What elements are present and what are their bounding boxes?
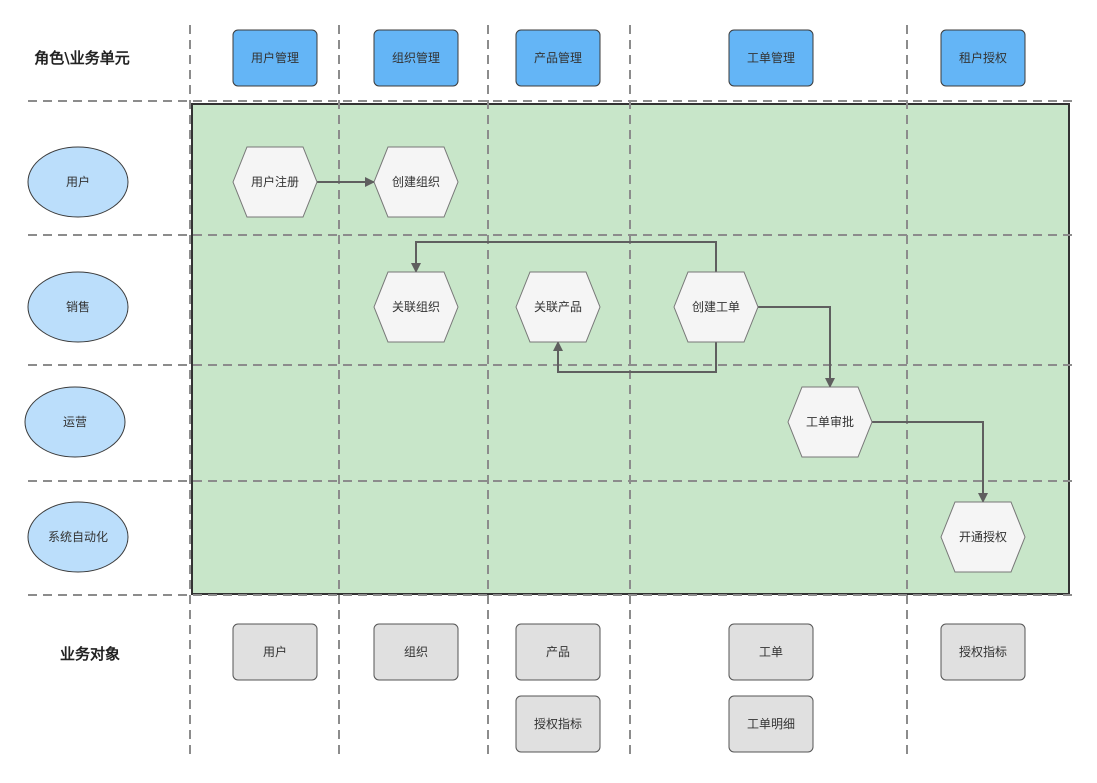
- step-create_org[interactable]: 创建组织: [373, 146, 459, 218]
- business-unit-ticket_mgmt[interactable]: 工单管理: [728, 29, 814, 87]
- step-create_ticket[interactable]: 创建工单: [673, 271, 759, 343]
- role-ellipse[interactable]: [27, 146, 129, 218]
- flow-connectors: [317, 177, 988, 503]
- step-hexagon[interactable]: [232, 146, 318, 218]
- business-object-label: 组织: [404, 645, 428, 659]
- step-grant_auth[interactable]: 开通授权: [940, 501, 1026, 573]
- role-ops[interactable]: 运营: [24, 386, 126, 458]
- role-automation[interactable]: 系统自动化: [27, 501, 129, 573]
- business-object-user_mgmt-0[interactable]: 用户: [232, 623, 318, 681]
- business-unit-tenant_auth[interactable]: 租户授权: [940, 29, 1026, 87]
- step-hexagon[interactable]: [787, 386, 873, 458]
- business-unit-box[interactable]: [515, 29, 601, 87]
- step-label: 工单审批: [806, 414, 854, 429]
- role-label: 用户: [66, 174, 90, 189]
- flow-arrow-create_ticket-to-link_product: [553, 341, 717, 373]
- role-label: 系统自动化: [48, 530, 108, 544]
- step-register[interactable]: 用户注册: [232, 146, 318, 218]
- grid-lines: [28, 25, 1072, 755]
- business-object-product_mgmt-1[interactable]: 授权指标: [515, 695, 601, 753]
- step-hexagon[interactable]: [373, 271, 459, 343]
- step-link_product[interactable]: 关联产品: [515, 271, 601, 343]
- flow-arrow-approve_ticket-to-grant_auth: [872, 421, 988, 503]
- business-object-ticket_mgmt-0[interactable]: 工单: [728, 623, 814, 681]
- business-object-label: 工单明细: [747, 717, 795, 731]
- business-object-box[interactable]: [728, 623, 814, 681]
- business-unit-label: 工单管理: [747, 50, 795, 65]
- business-unit-box[interactable]: [232, 29, 318, 87]
- step-hexagon[interactable]: [373, 146, 459, 218]
- role-label: 销售: [66, 299, 90, 314]
- business-object-box[interactable]: [940, 623, 1026, 681]
- step-label: 关联组织: [392, 300, 440, 314]
- objects-row-label: 业务对象: [60, 645, 120, 663]
- role-ellipse[interactable]: [27, 501, 129, 573]
- business-object-box[interactable]: [728, 695, 814, 753]
- business-object-tenant_auth-0[interactable]: 授权指标: [940, 623, 1026, 681]
- business-object-box[interactable]: [515, 623, 601, 681]
- business-units-row: 用户管理 组织管理 产品管理 工单管理 租户授权: [232, 29, 1026, 87]
- step-label: 关联产品: [534, 300, 582, 314]
- step-hexagon[interactable]: [515, 271, 601, 343]
- business-object-label: 产品: [546, 645, 570, 659]
- step-hexagon[interactable]: [673, 271, 759, 343]
- business-object-label: 用户: [263, 644, 287, 659]
- role-ellipse[interactable]: [27, 271, 129, 343]
- role-ellipse[interactable]: [24, 386, 126, 458]
- business-unit-label: 产品管理: [534, 50, 582, 65]
- step-link_org[interactable]: 关联组织: [373, 271, 459, 343]
- business-object-box[interactable]: [515, 695, 601, 753]
- business-object-label: 工单: [759, 645, 783, 659]
- business-unit-user_mgmt[interactable]: 用户管理: [232, 29, 318, 87]
- business-unit-box[interactable]: [373, 29, 459, 87]
- corner-label: 角色\业务单元: [34, 49, 129, 67]
- business-unit-box[interactable]: [940, 29, 1026, 87]
- business-object-org_mgmt-0[interactable]: 组织: [373, 623, 459, 681]
- step-label: 开通授权: [959, 529, 1007, 544]
- step-approve_ticket[interactable]: 工单审批: [787, 386, 873, 458]
- business-objects-row: 用户组织产品授权指标工单工单明细授权指标: [232, 623, 1026, 753]
- business-unit-label: 组织管理: [392, 50, 440, 65]
- flow-arrow-create_ticket-to-link_org: [411, 241, 717, 273]
- step-label: 创建组织: [392, 175, 440, 189]
- role-user[interactable]: 用户: [27, 146, 129, 218]
- flow-arrow-create_ticket-to-approve_ticket: [758, 306, 835, 388]
- business-unit-label: 用户管理: [251, 50, 299, 65]
- business-object-box[interactable]: [373, 623, 459, 681]
- business-unit-product_mgmt[interactable]: 产品管理: [515, 29, 601, 87]
- business-object-ticket_mgmt-1[interactable]: 工单明细: [728, 695, 814, 753]
- business-unit-label: 租户授权: [959, 50, 1007, 65]
- business-unit-box[interactable]: [728, 29, 814, 87]
- step-label: 创建工单: [692, 300, 740, 314]
- role-label: 运营: [63, 415, 87, 429]
- step-label: 用户注册: [251, 174, 299, 189]
- step-hexagon[interactable]: [940, 501, 1026, 573]
- business-object-label: 授权指标: [534, 716, 582, 731]
- business-object-label: 授权指标: [959, 644, 1007, 659]
- business-object-box[interactable]: [232, 623, 318, 681]
- business-unit-org_mgmt[interactable]: 组织管理: [373, 29, 459, 87]
- role-sales[interactable]: 销售: [27, 271, 129, 343]
- business-object-product_mgmt-0[interactable]: 产品: [515, 623, 601, 681]
